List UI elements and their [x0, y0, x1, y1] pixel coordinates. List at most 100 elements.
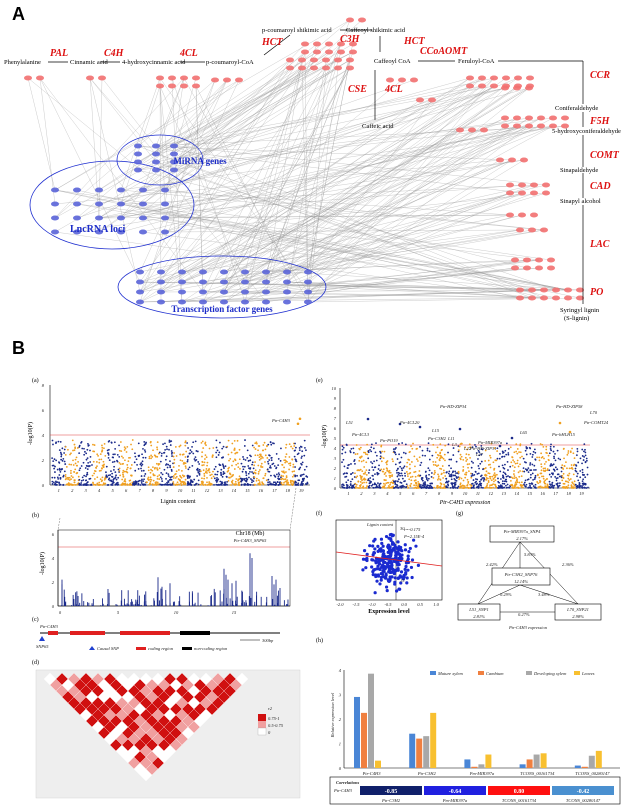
snp-point [465, 460, 468, 462]
snp-point [367, 451, 370, 454]
snp-point [574, 483, 577, 486]
snp-point [184, 483, 186, 486]
snp-point [144, 450, 147, 453]
snp-point [350, 463, 352, 465]
regulator-node [170, 143, 178, 149]
snp-point [480, 444, 483, 447]
snp-point [107, 453, 110, 456]
epistasis-diagram: Ptr-MIR397a_SNP4 2.17% Ptr-C3H2_SNP76 12… [457, 525, 602, 630]
scatter-point [377, 562, 382, 566]
snp-point [364, 451, 367, 454]
snp-point [511, 456, 514, 459]
snp-point [184, 465, 187, 468]
snp-point [498, 481, 501, 484]
scatter-r: r=-0.175 [404, 527, 421, 532]
snp-point [270, 482, 272, 485]
enzyme-po: PO [590, 287, 603, 298]
snp-point [516, 479, 518, 482]
snp-point [466, 478, 469, 481]
snp-point [261, 481, 263, 484]
snp-point [492, 486, 494, 489]
subpanel-e-label: (e) [316, 377, 323, 384]
regulator-node [117, 187, 125, 193]
snp-point [260, 465, 262, 467]
snp-point [452, 474, 455, 477]
snp-point [293, 455, 296, 458]
snp-point [581, 455, 584, 457]
snp-point [147, 476, 150, 479]
bar-category-label: Ptr-C4H3 [362, 771, 382, 776]
snp-point [101, 444, 103, 447]
snp-point [59, 451, 62, 454]
snp-point [257, 449, 259, 452]
snp-point [201, 440, 204, 443]
snp-point [73, 479, 76, 482]
snp-point [92, 483, 95, 486]
snp-point [452, 447, 455, 449]
snp-point [184, 462, 187, 465]
snp-point [196, 475, 199, 477]
snp-point [63, 448, 66, 451]
snp-point [156, 483, 159, 485]
enzyme-hct-2: HCT [403, 36, 425, 47]
regulator-node [152, 167, 160, 173]
manhattan-a-peak-label: Ptr-C4H3 [271, 418, 291, 423]
network-edge [223, 85, 519, 283]
snp-point [439, 467, 441, 470]
snp-point [578, 485, 581, 488]
snp-point [427, 487, 430, 489]
network-edge [173, 117, 554, 163]
network-edge [244, 267, 516, 303]
snp-point [396, 471, 398, 474]
snp-point [573, 483, 575, 486]
snp-point [125, 470, 128, 473]
snp-point [238, 458, 241, 461]
snp-point [251, 481, 253, 484]
scatter-point [365, 556, 369, 561]
snp-point [264, 472, 267, 475]
manhattan-a-xlabel: Lignin content [160, 499, 195, 505]
snp-point [405, 471, 408, 473]
snp-point [407, 475, 409, 478]
snp-point [347, 479, 350, 481]
snp-point [349, 450, 352, 452]
snp-point [369, 448, 371, 451]
snp-point [282, 470, 285, 473]
snp-point [480, 486, 483, 489]
snp-point [404, 452, 407, 455]
snp-point [372, 447, 375, 450]
regulator-node [170, 159, 178, 165]
snp-point [301, 455, 303, 458]
snp-point [104, 454, 107, 457]
snp-point [375, 442, 377, 445]
network-edge [137, 59, 327, 163]
snp-point [54, 483, 57, 486]
snp-point [409, 471, 412, 474]
snp-point [374, 451, 377, 454]
snp-point [151, 469, 154, 472]
enzyme-gene-node [535, 265, 543, 271]
snp-point [470, 466, 473, 469]
snp-point [545, 448, 548, 451]
enzyme-gene-node [86, 75, 94, 81]
snp-point [221, 484, 223, 486]
snp-point [394, 482, 397, 484]
snp-point [460, 477, 463, 480]
snp-point [177, 469, 180, 471]
subpanel-g-label: (g) [456, 510, 463, 517]
snp-point [382, 468, 385, 471]
snp-point [583, 456, 586, 458]
snp-peak [498, 444, 502, 448]
snp-point [75, 456, 78, 459]
regulator-node [262, 299, 270, 305]
regulator-node [136, 269, 144, 275]
manhattan-e-annotation: Ptr-4CL20 [399, 420, 420, 425]
snp-point [495, 473, 498, 476]
enzyme-gene-node [168, 83, 176, 89]
scatter-point [389, 538, 393, 542]
snp-point [267, 481, 269, 484]
snp-point [489, 454, 491, 457]
regulator-node [178, 299, 186, 305]
network-edge [139, 99, 433, 293]
